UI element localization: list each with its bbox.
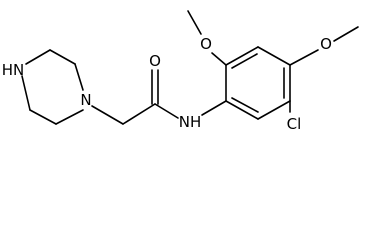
bond-nh-ring [201, 100, 227, 116]
bond-pip-5 [29, 109, 57, 125]
bond-ring-3 [257, 46, 291, 66]
structure-diagram: HN N O NH O O Cl [2, 10, 359, 133]
bond-ring-5 [257, 100, 291, 120]
bond-o-me4 [333, 26, 359, 42]
bond-ch2-co [122, 103, 156, 125]
bond-ring-6 [225, 100, 259, 120]
piperazine-nh-label: HN [2, 61, 25, 79]
bond-c-nh [154, 103, 179, 119]
bond-pip-2 [49, 49, 76, 65]
amide-nh-label: NH [179, 113, 202, 131]
bond-pip-3 [74, 63, 84, 91]
bond-o-me2 [187, 10, 202, 35]
bond-ring-2 [225, 46, 259, 66]
methoxy-o-4-label: O [320, 35, 332, 53]
bond-n-ch2 [91, 105, 124, 125]
piperazine-n-label: N [80, 91, 91, 109]
bond-pip-4 [55, 109, 84, 125]
bond-ring-inner-3 [231, 97, 259, 113]
atom-labels: HN N O NH O O Cl [2, 35, 332, 133]
bonds [21, 10, 359, 125]
chloro-label: Cl [287, 115, 302, 133]
bond-pip-6 [21, 75, 31, 111]
bond-c4-o [289, 49, 319, 66]
methoxy-o-2-label: O [200, 35, 212, 53]
bond-pip-1 [25, 49, 51, 65]
carbonyl-o-label: O [149, 52, 161, 70]
bond-ring-inner-1 [231, 53, 258, 69]
bond-c2-o [211, 52, 227, 66]
